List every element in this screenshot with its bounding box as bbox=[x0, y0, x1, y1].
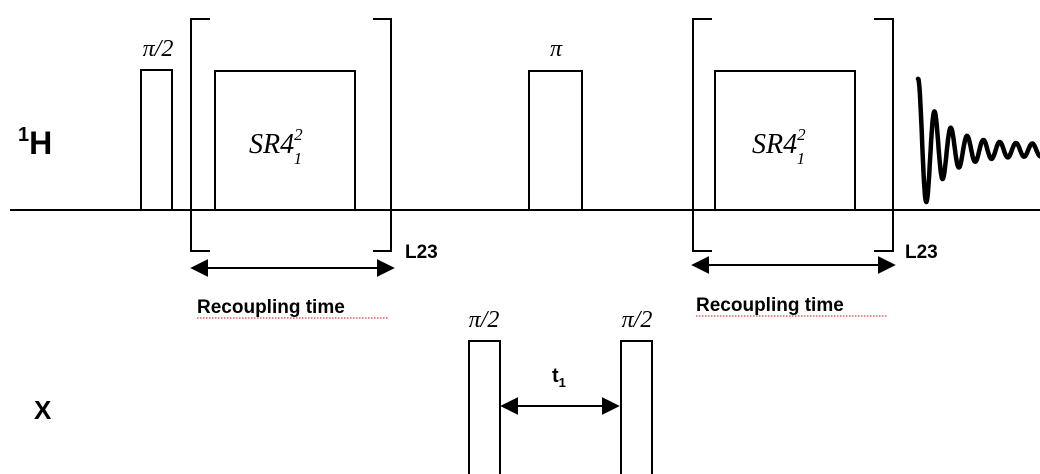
x-pi-half-label-1: π/2 bbox=[469, 307, 500, 333]
channel-label-x: X bbox=[34, 395, 52, 425]
proton-pi-pulse bbox=[528, 70, 583, 211]
recoupling-block-1-label: SR42 1 bbox=[249, 125, 303, 168]
recoupling-block-2-sub: 1 bbox=[797, 149, 806, 168]
recoupling-block-1-base: SR4 bbox=[249, 129, 294, 160]
recoupling-time-label-2: Recoupling time bbox=[696, 295, 844, 316]
right-bracket-2 bbox=[874, 18, 894, 252]
loop-counter-1: L23 bbox=[405, 242, 438, 263]
recoupling-block-2-label: SR42 1 bbox=[752, 125, 806, 168]
recoupling-block-1 bbox=[214, 70, 356, 211]
t1-delay-label: t1 bbox=[552, 365, 566, 390]
proton-pi-half-label: π/2 bbox=[143, 36, 174, 62]
channel-label-1h: 1H bbox=[18, 124, 52, 161]
recoupling-block-1-sup: 2 bbox=[294, 125, 303, 144]
recoupling-block-2-base: SR4 bbox=[752, 129, 797, 160]
proton-pi-half-pulse bbox=[140, 69, 173, 211]
left-bracket-2 bbox=[692, 18, 712, 252]
recoupling-time-label-1: Recoupling time bbox=[197, 297, 345, 318]
proton-pi-label: π bbox=[550, 36, 563, 62]
right-bracket-1 bbox=[373, 18, 392, 252]
x-pi-half-pulse-1 bbox=[468, 340, 501, 474]
t1-main: t bbox=[552, 365, 559, 387]
fid-signal bbox=[915, 76, 1040, 205]
channel-1h-superscript: 1 bbox=[18, 124, 29, 146]
x-pi-half-label-2: π/2 bbox=[622, 307, 653, 333]
recoupling-block-1-sub: 1 bbox=[294, 149, 303, 168]
channel-1h-main: H bbox=[29, 125, 52, 161]
t1-sub: 1 bbox=[559, 375, 566, 390]
recoupling-block-2 bbox=[714, 70, 856, 211]
left-bracket-1 bbox=[190, 18, 210, 252]
loop-counter-2: L23 bbox=[905, 242, 938, 263]
recoupling-block-2-sup: 2 bbox=[797, 125, 806, 144]
x-pi-half-pulse-2 bbox=[620, 340, 653, 474]
